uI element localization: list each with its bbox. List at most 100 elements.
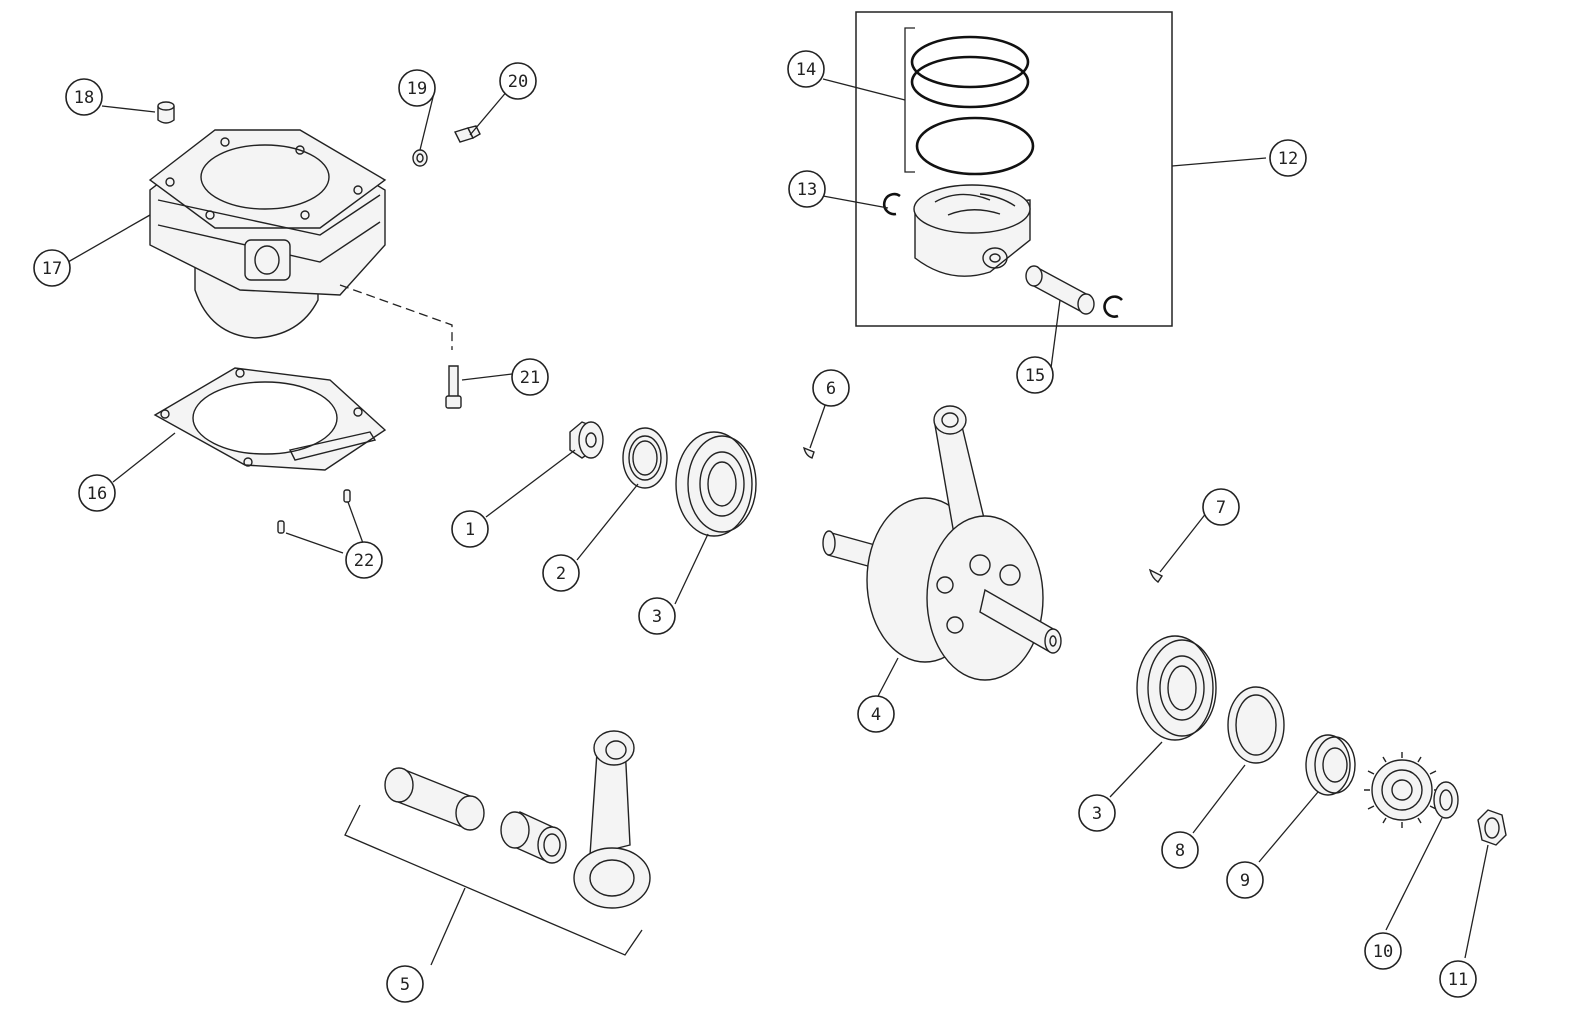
callout-circle: [33, 249, 71, 287]
callout-number: 3: [1092, 804, 1102, 824]
callout-number: 18: [74, 88, 94, 108]
crankshaft: [822, 405, 1062, 681]
callout-number: 20: [508, 72, 528, 92]
callout-circle: [788, 170, 826, 208]
callout-number: 21: [520, 368, 540, 388]
leader-lines: [67, 78, 1489, 966]
callout-number: 15: [1025, 366, 1045, 386]
callout-circle: [386, 965, 424, 1003]
woodruff-key-6: [802, 446, 815, 459]
callout-circle: [1439, 960, 1477, 998]
callout-circle: [542, 554, 580, 592]
callout-circle: [787, 50, 825, 88]
callout-number: 2: [556, 564, 566, 584]
callout-circle: [511, 358, 549, 396]
piston: [913, 184, 1031, 277]
callout-circle: [812, 369, 850, 407]
callout-number: 10: [1373, 942, 1393, 962]
sealing-washer: [412, 149, 428, 167]
woodruff-key-7: [1148, 568, 1164, 583]
callout-c22: 22: [345, 541, 383, 579]
callout-c7: 7: [1202, 488, 1240, 526]
callout-number: 12: [1278, 149, 1298, 169]
primary-drive-gear-hub: [1305, 734, 1356, 796]
callout-circle: [345, 541, 383, 579]
callout-circle: [1016, 356, 1054, 394]
callout-c5: 5: [386, 965, 424, 1003]
callout-number: 8: [1175, 841, 1185, 861]
callout-circle: [1364, 932, 1402, 970]
callout-circle: [398, 69, 436, 107]
assembly-dashed-line: [339, 284, 453, 350]
main-bearing-left: [675, 431, 757, 537]
crank-nut: [569, 421, 604, 459]
callout-circle: [1161, 831, 1199, 869]
callout-c3a: 3: [638, 597, 676, 635]
gear: [1364, 752, 1440, 828]
callout-c6: 6: [812, 369, 850, 407]
cylinder-bolt: [445, 365, 462, 409]
cylinder: [148, 129, 387, 339]
callout-number: 5: [400, 975, 410, 995]
callout-c20: 20: [499, 62, 537, 100]
connecting-rod: [573, 730, 651, 909]
dowel-pin-a: [343, 489, 351, 503]
callout-number: 11: [1448, 970, 1468, 990]
dowel-pin-b: [277, 520, 285, 534]
callout-c1: 1: [451, 510, 489, 548]
callout-number: 4: [871, 705, 881, 725]
callout-circle: [65, 78, 103, 116]
callout-circle: [1269, 139, 1307, 177]
callout-number: 16: [87, 484, 107, 504]
callout-circle: [638, 597, 676, 635]
callout-circle: [1202, 488, 1240, 526]
callout-c4: 4: [857, 695, 895, 733]
callout-number: 9: [1240, 871, 1250, 891]
main-bearing-right: [1136, 635, 1217, 741]
callout-c15: 15: [1016, 356, 1054, 394]
banjo-screw: [454, 125, 481, 143]
circlip-left: [882, 192, 901, 216]
callout-c11: 11: [1439, 960, 1477, 998]
piston-pin: [1025, 265, 1095, 315]
piston-rings-bracket: [904, 27, 915, 173]
crank-pin: [384, 767, 485, 831]
conrod-kit-bracket: [344, 804, 643, 956]
circlip-right: [1103, 295, 1123, 318]
callout-number: 13: [797, 180, 817, 200]
callout-number: 6: [826, 379, 836, 399]
needle-bearing: [500, 811, 567, 864]
callout-c14: 14: [787, 50, 825, 88]
callout-circle: [1078, 794, 1116, 832]
callout-c21: 21: [511, 358, 549, 396]
callout-c18: 18: [65, 78, 103, 116]
callout-c10: 10: [1364, 932, 1402, 970]
callout-c13: 13: [788, 170, 826, 208]
shaft-seal: [622, 427, 668, 489]
cylinder-base-gasket: [153, 367, 387, 471]
callout-c19: 19: [398, 69, 436, 107]
hex-nut: [1477, 809, 1507, 846]
callout-c9: 9: [1226, 861, 1264, 899]
callout-circle: [857, 695, 895, 733]
callout-circle: [78, 474, 116, 512]
callout-c3b: 3: [1078, 794, 1116, 832]
callout-circle: [499, 62, 537, 100]
callout-number: 7: [1216, 498, 1226, 518]
callout-number: 3: [652, 607, 662, 627]
callout-c8: 8: [1161, 831, 1199, 869]
callout-number: 22: [354, 551, 374, 571]
piston-kit-frame: [855, 11, 1173, 327]
callout-circle: [451, 510, 489, 548]
piston-rings: [910, 35, 1035, 176]
callout-circle: [1226, 861, 1264, 899]
thrust-washer: [1433, 781, 1459, 819]
callout-c17: 17: [33, 249, 71, 287]
callout-c2: 2: [542, 554, 580, 592]
callout-number: 19: [407, 79, 427, 99]
callout-number: 14: [796, 60, 816, 80]
callout-number: 1: [465, 520, 475, 540]
callout-number: 17: [42, 259, 62, 279]
